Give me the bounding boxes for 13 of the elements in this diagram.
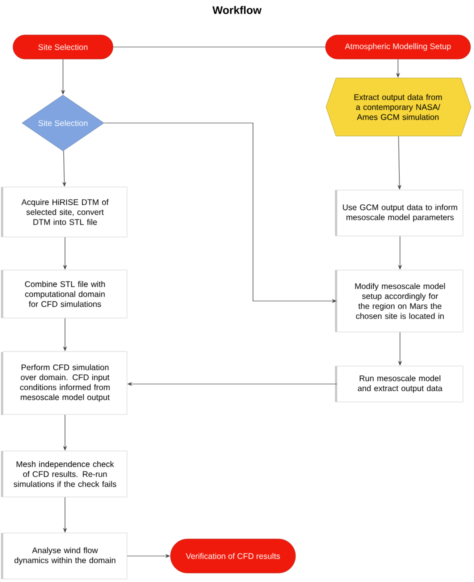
terminal-pill: Site Selection [12,34,114,60]
process-box: Analyse wind flow dynamics within the domain [1,532,128,580]
terminal-pill: Verification of CFD results [170,538,296,574]
process-box: Mesh independence check of CFD results. Re-run simulations if the check fails [1,450,128,498]
preparation-hexagon: Extract output data from a contemporary NASA/ Ames GCM simulation [326,78,472,136]
process-box: Run mesoscale model and extract output data [335,366,464,402]
process-box: Combine STL file with computational domain for CFD simulations [1,270,128,318]
title: Workflow [212,6,262,14]
process-box: Modify mesoscale model setup accordingly for the region on Mars the chosen site is located in [335,270,464,332]
process-box: Acquire HiRISE DTM of selected site, convert DTM into STL file [1,186,128,238]
process-box: Use GCM output data to inform mesoscale model parameters [335,190,464,236]
terminal-pill: Atmospheric Modelling Setup [325,34,471,60]
process-box: Perform CFD simulation over domain. CFD input conditions informed from mesoscale model output [1,351,128,415]
